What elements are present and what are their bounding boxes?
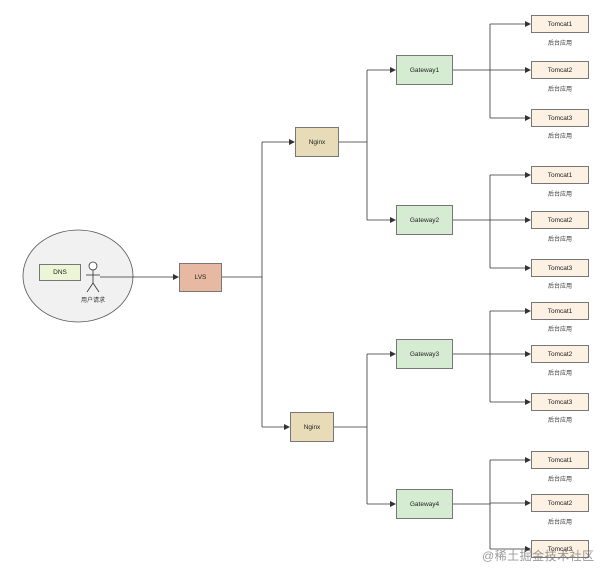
tomcat-label: Tomcat1 [547,171,573,179]
gateway-label: Gateway3 [409,350,440,358]
tomcat-sublabel: 后台应用 [547,327,572,333]
tomcat-label: Tomcat2 [547,66,573,74]
gateway-box-2: Gateway2 [396,205,453,235]
tomcat-sublabel: 后台应用 [547,237,572,243]
watermark-text: @稀土掘金技术社区 [482,549,595,563]
gateway-label: Gateway1 [409,66,440,74]
gateway-box-4: Gateway4 [396,489,453,519]
dns-label: DNS [53,269,67,276]
lvs-box: LVS [179,263,222,292]
tomcat-box: Tomcat1 [531,302,589,320]
tomcat-label: Tomcat2 [547,216,573,224]
tomcat-sublabel: 后台应用 [547,134,572,140]
user-request-label: 用户请求 [80,298,105,304]
connector-lines [100,21,531,552]
nginx-box-2: Nginx [290,412,334,442]
tomcat-box: Tomcat2 [531,211,589,229]
tomcat-label: Tomcat1 [547,20,573,28]
gateway-label: Gateway4 [409,500,440,508]
lvs-label: LVS [194,274,207,281]
tomcat-box: Tomcat2 [531,61,589,79]
gateway-box-3: Gateway3 [396,339,453,369]
tomcat-sublabel: 后台应用 [547,477,572,483]
tomcat-label: Tomcat1 [547,307,573,315]
tomcat-sublabel: 后台应用 [547,520,572,526]
tomcat-label: Tomcat2 [547,350,573,358]
tomcat-box: Tomcat1 [531,451,589,469]
tomcat-label: Tomcat3 [547,264,573,272]
user-icon [86,261,100,293]
tomcat-box: Tomcat3 [531,109,589,127]
tomcat-sublabel: 后台应用 [547,192,572,198]
tomcat-label: Tomcat3 [547,545,573,553]
gateway-label: Gateway2 [409,216,440,224]
tomcat-box: Tomcat2 [531,494,589,512]
tomcat-sublabel: 后台应用 [547,371,572,377]
tomcat-box: Tomcat3 [531,540,589,558]
tomcat-box: Tomcat1 [531,166,589,184]
tomcat-sublabel: 后台应用 [547,87,572,93]
tomcat-label: Tomcat1 [547,456,573,464]
nginx-label: Nginx [303,423,321,431]
tomcat-label: Tomcat3 [547,398,573,406]
dns-box: DNS [39,264,81,281]
tomcat-sublabel: 后台应用 [547,284,572,290]
tomcat-box: Tomcat3 [531,393,589,411]
gateway-box-1: Gateway1 [396,55,453,85]
nginx-box-1: Nginx [295,127,339,157]
tomcat-sublabel: 后台应用 [547,418,572,424]
tomcat-box: Tomcat2 [531,345,589,363]
tomcat-box: Tomcat1 [531,15,589,33]
nginx-label: Nginx [308,138,326,146]
tomcat-box: Tomcat3 [531,259,589,277]
tomcat-label: Tomcat3 [547,114,573,122]
tomcat-label: Tomcat2 [547,499,573,507]
tomcat-sublabel: 后台应用 [547,41,572,47]
